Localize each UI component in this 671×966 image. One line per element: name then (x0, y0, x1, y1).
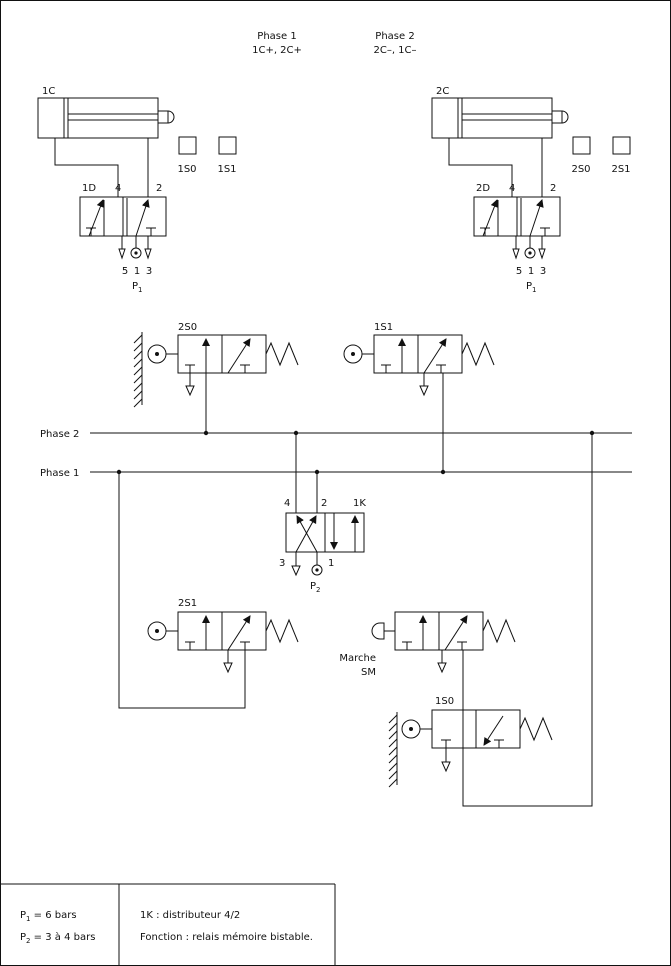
c1-port3: 3 (146, 266, 152, 277)
distributor-2d-label: 2D (476, 183, 490, 194)
valve-1s1: 1S1 (343, 322, 495, 472)
sm-label: SM (361, 667, 376, 678)
memory-port3: 3 (279, 558, 285, 569)
phase2-desc: 2C–, 1C– (373, 45, 416, 56)
sensor-1s0-label: 1S0 (177, 164, 196, 175)
valve-2s1: 2S1 (118, 472, 299, 709)
valve-2s0-label: 2S0 (178, 322, 197, 333)
c2-port4: 4 (509, 183, 515, 194)
legend-p1: P1 = 6 bars (20, 910, 77, 923)
valve-1s0-label: 1S0 (435, 696, 454, 707)
memory-port1: 1 (328, 558, 334, 569)
sensor-1s1-label: 1S1 (217, 164, 236, 175)
c1-port1: 1 (134, 266, 140, 277)
distributor-2d-right (516, 196, 561, 237)
valve-1s0: 1S0 (388, 433, 593, 807)
c2-port2: 2 (550, 183, 556, 194)
c1-port4: 4 (115, 183, 121, 194)
memory-pressure: P2 (310, 581, 321, 594)
valve-marche-sm: Marche SM (339, 611, 516, 710)
c2-port3: 3 (540, 266, 546, 277)
memory-port2: 2 (321, 498, 327, 509)
legend-line1: 1K : distributeur 4/2 (140, 910, 240, 921)
c2-pressure: P1 (526, 281, 537, 294)
sensor-2s0-box (572, 136, 591, 155)
phase1-title: Phase 1 (257, 31, 296, 42)
cylinder-1c-group: 1C 1S0 1S1 1D 4 2 5 1 3 (37, 86, 237, 294)
sensor-1s1-box (218, 136, 237, 155)
memory-1k-label: 1K (353, 498, 366, 509)
legend-line2: Fonction : relais mémoire bistable. (140, 931, 313, 943)
legend: P1 = 6 bars P2 = 3 à 4 bars 1K : distrib… (0, 883, 336, 966)
c1-port2: 2 (156, 183, 162, 194)
sensor-2s0-label: 2S0 (571, 164, 590, 175)
phase2-line-label: Phase 2 (40, 429, 79, 440)
legend-p2: P2 = 3 à 4 bars (20, 931, 95, 945)
cylinder-1c-label: 1C (42, 86, 55, 97)
distributor-1d-right (122, 196, 167, 237)
phase-lines: Phase 2 Phase 1 (40, 429, 632, 479)
sensor-1s0-box (178, 136, 197, 155)
c2-port5: 5 (516, 266, 522, 277)
phase1-desc: 1C+, 2C+ (252, 45, 302, 56)
marche-label: Marche (339, 653, 376, 664)
cylinder-2c-body (431, 97, 553, 139)
c2-port1: 1 (528, 266, 534, 277)
phase2-title: Phase 2 (375, 31, 414, 42)
sensor-2s1-box (612, 136, 631, 155)
cylinder-2c-label: 2C (436, 86, 449, 97)
distributor-1d-label: 1D (82, 183, 96, 194)
push-button-icon (371, 622, 385, 640)
memory-1k: 1K 4 2 3 1 P2 (279, 433, 366, 594)
memory-port4: 4 (284, 498, 290, 509)
cylinder-1c-body (37, 97, 159, 139)
sensor-2s1-label: 2S1 (611, 164, 630, 175)
valve-2s1-label: 2S1 (178, 598, 197, 609)
phase-header: Phase 1 1C+, 2C+ Phase 2 2C–, 1C– (252, 31, 416, 56)
valve-1s1-label: 1S1 (374, 322, 393, 333)
cylinder-2c-group: 2C 2S0 2S1 2D 4 2 5 1 3 P1 (431, 86, 631, 294)
c1-port5: 5 (122, 266, 128, 277)
valve-2s0: 2S0 (133, 322, 299, 433)
phase1-line-label: Phase 1 (40, 468, 79, 479)
c1-pressure: P1 (132, 281, 143, 294)
